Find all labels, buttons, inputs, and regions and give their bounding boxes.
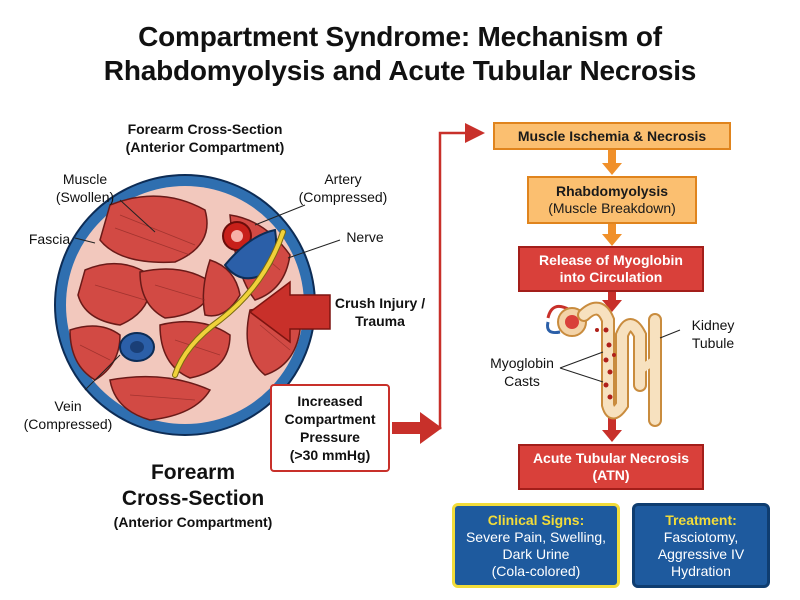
myoglobin-casts-dots bbox=[595, 327, 616, 400]
artery-label: Artery (Compressed) bbox=[288, 170, 398, 206]
step3-line2: into Circulation bbox=[559, 269, 663, 285]
pressure-line3: Pressure bbox=[300, 429, 360, 445]
increased-pressure-box: Increased Compartment Pressure (>30 mmHg… bbox=[270, 384, 390, 472]
treatment-line3: Hydration bbox=[671, 562, 731, 579]
rhabdomyolysis-box: Rhabdomyolysis (Muscle Breakdown) bbox=[527, 176, 697, 224]
nerve-label: Nerve bbox=[346, 229, 384, 245]
clinical-signs-box: Clinical Signs: Severe Pain, Swelling, D… bbox=[452, 503, 620, 588]
clinical-line2: Dark Urine bbox=[502, 545, 570, 562]
artery-label-line2: (Compressed) bbox=[298, 189, 388, 205]
title-line-2: Rhabdomyolysis and Acute Tubular Necrosi… bbox=[103, 55, 697, 86]
fascia-label: Fascia bbox=[28, 231, 71, 247]
muscle-ischemia-box: Muscle Ischemia & Necrosis bbox=[493, 122, 731, 150]
leader-lines bbox=[74, 199, 341, 391]
treatment-heading: Treatment: bbox=[665, 511, 737, 528]
treatment-line1: Fasciotomy, bbox=[663, 528, 739, 545]
myoglobin-casts-label: Myoglobin Casts bbox=[482, 354, 562, 390]
step4-line2: (ATN) bbox=[592, 467, 630, 483]
treatment-box: Treatment: Fasciotomy, Aggressive IV Hyd… bbox=[632, 503, 770, 588]
clinical-line3: (Cola-colored) bbox=[491, 562, 581, 579]
pressure-line4: (>30 mmHg) bbox=[289, 447, 371, 463]
cross-section-header: Forearm Cross-Section (Anterior Compartm… bbox=[90, 120, 320, 156]
step1-label: Muscle Ischemia & Necrosis bbox=[517, 127, 707, 144]
clinical-heading: Clinical Signs: bbox=[487, 511, 585, 528]
swollen-muscles bbox=[69, 195, 301, 421]
page-title: Compartment Syndrome: Mechanism of Rhabd… bbox=[0, 20, 800, 88]
casts-line1: Myoglobin bbox=[490, 355, 554, 371]
casts-line2: Casts bbox=[504, 373, 540, 389]
kidney-label-line1: Kidney bbox=[691, 317, 735, 333]
pressure-line1: Increased bbox=[297, 393, 363, 409]
flow-arrows bbox=[602, 150, 622, 442]
kidney-leader-lines bbox=[559, 329, 681, 383]
step4-line1: Acute Tubular Necrosis bbox=[532, 450, 690, 466]
muscle-label-line1: Muscle bbox=[62, 171, 108, 187]
myoglobin-release-box: Release of Myoglobin into Circulation bbox=[518, 246, 704, 292]
muscle-label-line2: (Swollen) bbox=[55, 189, 115, 205]
kidney-tubule-illustration bbox=[546, 301, 662, 427]
pressure-to-ischemia-arrow bbox=[392, 123, 485, 444]
kidney-tubule-label: Kidney Tubule bbox=[678, 316, 748, 352]
forearm-cross-section bbox=[54, 174, 316, 436]
clinical-line1: Severe Pain, Swelling, bbox=[465, 528, 607, 545]
kidney-label-line2: Tubule bbox=[691, 335, 735, 351]
artery-label-line1: Artery bbox=[324, 171, 362, 187]
atn-box: Acute Tubular Necrosis (ATN) bbox=[518, 444, 704, 490]
step2-line1: Rhabdomyolysis bbox=[555, 183, 669, 199]
crush-injury-line2: Trauma bbox=[355, 313, 405, 329]
footer-line1: Forearm bbox=[150, 461, 236, 484]
title-line-1: Compartment Syndrome: Mechanism of bbox=[138, 21, 662, 52]
step3-line1: Release of Myoglobin bbox=[539, 252, 683, 268]
footer-line2: Cross-Section bbox=[121, 487, 265, 510]
crush-injury-arrow bbox=[248, 280, 331, 344]
pressure-line2: Compartment bbox=[284, 411, 376, 427]
vein-label: Vein (Compressed) bbox=[18, 397, 118, 433]
crush-injury-label: Crush Injury / Trauma bbox=[330, 294, 430, 330]
footer-line3: (Anterior Compartment) bbox=[113, 514, 273, 530]
muscle-label: Muscle (Swollen) bbox=[40, 170, 130, 206]
cross-section-header-line2: (Anterior Compartment) bbox=[125, 139, 285, 155]
crush-injury-line1: Crush Injury / bbox=[334, 295, 426, 311]
treatment-line2: Aggressive IV bbox=[657, 545, 745, 562]
step2-line2: (Muscle Breakdown) bbox=[548, 200, 676, 216]
vein-label-line2: (Compressed) bbox=[23, 416, 113, 432]
cross-section-header-line1: Forearm Cross-Section bbox=[127, 121, 283, 137]
cross-section-footer: Forearm Cross-Section (Anterior Compartm… bbox=[88, 460, 298, 532]
vein-label-line1: Vein bbox=[54, 398, 82, 414]
